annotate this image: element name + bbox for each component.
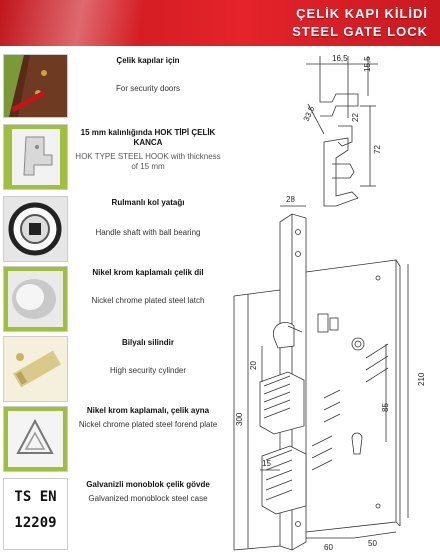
feature-tr: Galvanizli monoblok çelik gövde [86,480,210,489]
dim-bolt-width: 15 [262,459,271,468]
feature-tr: 15 mm kalınlığında HOK TİPİ ÇELİK KANCA [80,128,216,147]
feature-text: Galvanizli monoblok çelik gövde Galvaniz… [72,480,224,504]
bearing-photo-icon [3,196,68,262]
dim-case-height: 210 [417,372,426,386]
badge-line2: 12209 [14,515,57,531]
badge-line1: TS EN [14,489,57,505]
feature-text: Bilyalı silindir High security cylinder [72,338,224,376]
technical-drawing: 16,5 15,5 33,5 22 72 28 [228,46,440,552]
feature-en: HOK TYPE STEEL HOOK with thickness of 15… [75,152,221,171]
feature-tr: Çelik kapılar için [116,56,180,65]
door-photo-icon [3,54,68,118]
dim-body-height: 300 [235,412,244,426]
latch [272,322,303,349]
dim-backset-right: 50 [368,539,377,548]
dim-hook-width: 33,5 [302,104,317,122]
feature-steel-hook: 15 mm kalınlığında HOK TİPİ ÇELİK KANCA … [0,120,228,192]
feature-security-doors: Çelik kapılar için For security doors [0,50,228,120]
dimension-lines: 300 20 210 85 15 60 50 [235,264,426,552]
deadbolts [259,371,307,515]
hook-detail: 16,5 15,5 33,5 22 72 [302,54,382,207]
feature-en: Nickel chrome plated steel forend plate [78,420,218,429]
feature-forend: Nikel krom kaplamalı, çelik ayna Nickel … [0,404,228,476]
feature-case: TS EN 12209 Galvanizli monoblok çelik gö… [0,476,228,552]
title-banner: ÇELİK KAPI KİLİDİ STEEL GATE LOCK [0,0,440,46]
forend-photo-icon [3,406,68,472]
feature-text: Nikel krom kaplamalı, çelik ayna Nickel … [72,406,224,430]
feature-text: Çelik kapılar için For security doors [72,56,224,94]
feature-en: For security doors [115,84,181,93]
feature-tr: Rulmanlı kol yatağı [111,198,185,207]
feature-en: Galvanized monoblock steel case [88,494,208,503]
dim-backset-left: 60 [324,543,333,552]
feature-text: 15 mm kalınlığında HOK TİPİ ÇELİK KANCA … [72,128,224,172]
title-english: STEEL GATE LOCK [292,24,428,39]
feature-latch: Nikel krom kaplamalı çelik dil Nickel ch… [0,264,228,334]
banner-highlight [0,0,200,46]
feature-tr: Nikel krom kaplamalı çelik dil [92,268,204,277]
hook-photo-icon [3,124,68,190]
features-list: Çelik kapılar için For security doors 15… [0,46,228,552]
feature-en: High security cylinder [109,366,187,375]
feature-text: Rulmanlı kol yatağı Handle shaft with ba… [72,198,224,238]
dim-hook-gap: 15,5 [363,56,372,72]
feature-tr: Bilyalı silindir [121,338,174,347]
feature-handle-bearing: Rulmanlı kol yatağı Handle shaft with ba… [0,192,228,264]
dim-hook-height: 72 [373,145,382,154]
dim-hook-top: 16,5 [332,54,348,63]
feature-en: Handle shaft with ball bearing [95,228,201,237]
dim-forend-width: 28 [286,195,295,204]
cylinder-photo-icon [3,336,68,402]
dim-center-distance: 85 [381,403,390,412]
feature-en: Nickel chrome plated steel latch [91,296,205,305]
dim-hook-inner: 22 [351,113,360,122]
feature-text: Nikel krom kaplamalı çelik dil Nickel ch… [72,268,224,306]
feature-cylinder: Bilyalı silindir High security cylinder [0,334,228,404]
lock-case [305,259,401,533]
ts-en-badge: TS EN 12209 [3,478,68,550]
title-turkish: ÇELİK KAPI KİLİDİ [296,6,428,21]
feature-tr: Nikel krom kaplamalı, çelik ayna [86,406,210,415]
latch-photo-icon [3,266,68,332]
dim-latch-height: 20 [249,361,258,370]
